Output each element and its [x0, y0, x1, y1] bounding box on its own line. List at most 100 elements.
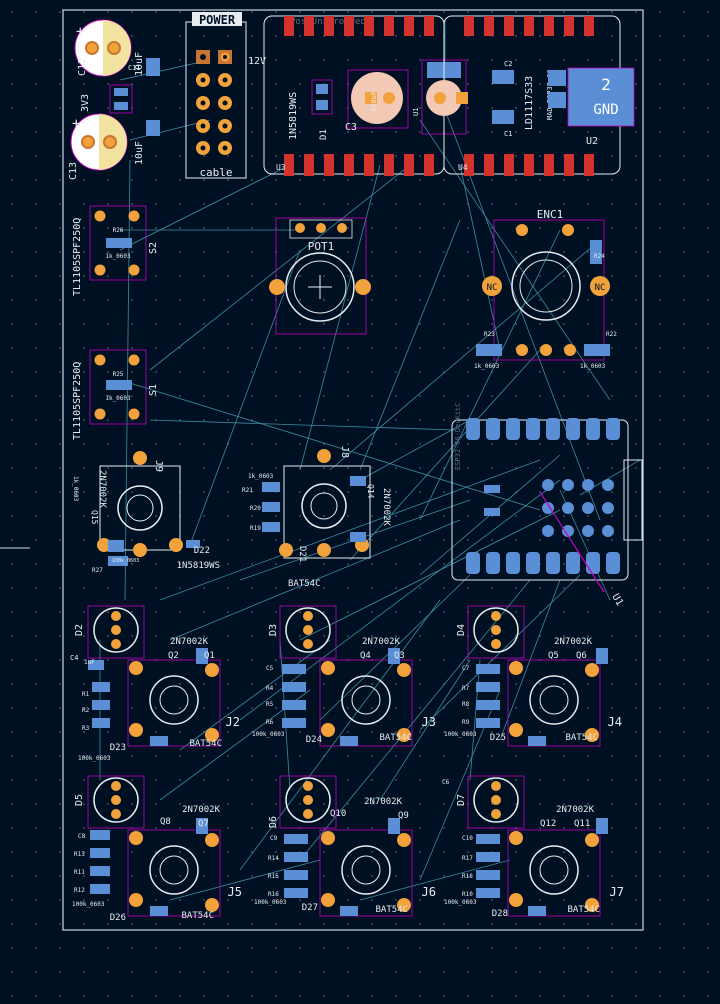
- label-q6: Q6: [576, 651, 587, 661]
- label-r4: R4: [266, 685, 274, 692]
- jack-j7[interactable]: [529, 845, 579, 895]
- smd-pad[interactable]: [584, 344, 610, 356]
- pot1-body[interactable]: [285, 252, 355, 322]
- label-j4: J4: [608, 715, 622, 729]
- label-d23: D23: [110, 743, 126, 753]
- label-r7: R7: [462, 685, 470, 692]
- label-c5: C5: [266, 665, 274, 672]
- jack-j4[interactable]: [529, 675, 579, 725]
- label-r23: R23: [484, 331, 495, 338]
- label-bat-d25: BAT54C: [565, 733, 598, 743]
- pad[interactable]: [81, 135, 95, 149]
- smd-pad[interactable]: [316, 84, 328, 94]
- enc1-body[interactable]: [511, 251, 581, 321]
- label-s1: S1: [148, 384, 159, 396]
- label-c12-value: 10uF: [134, 52, 145, 76]
- r1-r3-pads[interactable]: [88, 660, 110, 728]
- power-header-tab: [192, 12, 242, 26]
- label-q2: Q2: [168, 651, 179, 661]
- label-r18: R18: [462, 873, 473, 880]
- label-j8: J8: [339, 446, 350, 458]
- label-c11: C11: [128, 64, 141, 72]
- cap-plus-sign: +: [72, 116, 80, 132]
- r4-r6-pads[interactable]: [282, 664, 306, 728]
- label-res: 1k_0603: [72, 476, 79, 502]
- smd-pad[interactable]: [106, 238, 132, 248]
- pad[interactable]: [365, 92, 377, 104]
- smd-pad[interactable]: [114, 88, 128, 96]
- led-d7[interactable]: [473, 777, 519, 823]
- r7-r9-pads[interactable]: [476, 664, 500, 728]
- smd-pad[interactable]: [548, 70, 566, 86]
- jack-j5[interactable]: [149, 845, 199, 895]
- esp32-top-pads[interactable]: [466, 418, 620, 440]
- led-d2[interactable]: [93, 607, 139, 653]
- smd-pad[interactable]: [492, 70, 514, 84]
- smd-pad[interactable]: [146, 58, 160, 76]
- label-d28: D28: [492, 909, 508, 919]
- pad[interactable]: [107, 41, 121, 55]
- label-d22: D22: [194, 546, 210, 556]
- module-u4-header-top[interactable]: [464, 16, 594, 36]
- gnd-label: GND: [593, 102, 618, 118]
- label-r26: R26: [113, 227, 124, 234]
- smd-pad[interactable]: [316, 100, 328, 110]
- label-mosfet-q13: 2N7002K: [381, 488, 391, 527]
- jack-j8[interactable]: [301, 483, 347, 529]
- label-r23-value: 1k_0603: [474, 363, 500, 370]
- label-res-100k: 100k_0603: [112, 558, 139, 564]
- label-d3: D3: [268, 624, 279, 636]
- smd-pad[interactable]: [106, 380, 132, 390]
- label-r16: R16: [268, 891, 279, 898]
- led-d3[interactable]: [285, 607, 331, 653]
- label-d2: D2: [74, 624, 85, 636]
- pad[interactable]: [85, 41, 99, 55]
- jack-j6[interactable]: [341, 845, 391, 895]
- led-d4[interactable]: [473, 607, 519, 653]
- label-c13-value: 10uF: [134, 141, 145, 165]
- pad[interactable]: [103, 135, 117, 149]
- module-u4-header-bottom[interactable]: [464, 154, 594, 176]
- label-j5: J5: [228, 885, 242, 899]
- label-j2: J2: [226, 715, 240, 729]
- label-c7: C7: [462, 665, 470, 672]
- led-d5[interactable]: [93, 777, 139, 823]
- label-100k: 100k_0603: [78, 755, 111, 762]
- module-u3-header-top[interactable]: [284, 16, 434, 36]
- smd-pad[interactable]: [590, 240, 602, 264]
- jack-j2[interactable]: [149, 675, 199, 725]
- smd-pad[interactable]: [114, 102, 128, 110]
- jack-j9[interactable]: [117, 485, 163, 531]
- r13-r15-pads[interactable]: [284, 834, 308, 898]
- gnd-pad[interactable]: [567, 67, 635, 127]
- smd-pad[interactable]: [492, 110, 514, 124]
- label-r17: R17: [462, 855, 473, 862]
- r10-r12-pads[interactable]: [90, 830, 110, 894]
- label-j6: J6: [422, 885, 436, 899]
- jack-j3[interactable]: [341, 675, 391, 725]
- esp32-thermal-pads[interactable]: [484, 479, 614, 537]
- label-r5: R5: [266, 701, 274, 708]
- module-u3-header-bottom[interactable]: [284, 154, 434, 176]
- label-100k-5: 100k_0603: [254, 899, 287, 906]
- label-q5: Q5: [548, 651, 559, 661]
- label-d22-value: 1N5819WS: [177, 561, 220, 571]
- esp32-bottom-pads[interactable]: [466, 552, 620, 574]
- smd-pad[interactable]: [476, 344, 502, 356]
- label-r6: R6: [266, 719, 274, 726]
- pot1-courtyard: [275, 217, 367, 335]
- power-header-title: POWER: [199, 13, 236, 27]
- label-q10: Q10: [330, 809, 346, 819]
- label-r27: R27: [92, 567, 103, 574]
- smd-pad[interactable]: [548, 92, 566, 108]
- label-r9: R9: [462, 719, 470, 726]
- label-q7-part: 2N7002K: [182, 805, 221, 815]
- label-u4: U4: [458, 163, 468, 172]
- label-r11: R11: [74, 869, 85, 876]
- smd-pad[interactable]: [146, 120, 160, 136]
- label-bat-d21: BAT54C: [288, 579, 321, 589]
- r16-r18-pads[interactable]: [476, 834, 500, 898]
- led-d6[interactable]: [285, 777, 331, 823]
